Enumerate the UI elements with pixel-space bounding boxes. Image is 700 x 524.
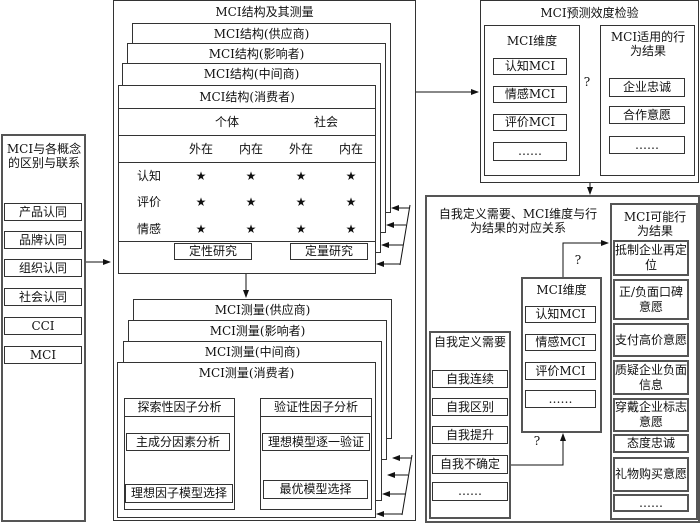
question-mark: ? xyxy=(533,434,541,448)
outcome-cooperation: 合作意愿 xyxy=(609,106,685,124)
star-mark: ★ xyxy=(195,195,207,209)
star-mark: ★ xyxy=(345,195,357,209)
dim-affective: 情感MCI xyxy=(525,334,596,351)
mapping-title: 自我定义需要、MCI维度与行为结果的对应关系 xyxy=(438,207,598,235)
row-label-affect: 情感 xyxy=(136,222,161,236)
star-mark: ★ xyxy=(245,169,257,183)
subcol-external: 外在 xyxy=(188,142,213,156)
predictive-validity-title: MCI预测效度检验 xyxy=(540,6,639,20)
model-validation-step: 理想模型逐一验证 xyxy=(262,433,370,451)
concept-mci: MCI xyxy=(4,346,82,364)
concept-cci: CCI xyxy=(4,317,82,335)
row-label-evaluation: 评价 xyxy=(136,195,161,209)
dim-affective: 情感MCI xyxy=(493,86,567,103)
star-mark: ★ xyxy=(345,169,357,183)
layer-title: MCI测量(供应商) xyxy=(214,303,311,317)
optimal-model-step: 最优模型选择 xyxy=(263,480,368,499)
layer-title: MCI测量(影响者) xyxy=(209,324,306,338)
outcome-word-of-mouth: 正/负面口碑意愿 xyxy=(613,279,689,320)
outcome-more: …… xyxy=(613,494,689,512)
subcol-external: 外在 xyxy=(288,142,313,156)
layer-title: MCI测量(中间商) xyxy=(204,345,301,359)
outcome-attitudinal-loyalty: 态度忠诚 xyxy=(613,434,689,453)
concept-social-identification: 社会认同 xyxy=(4,288,82,306)
self-definition-needs-title: 自我定义需要 xyxy=(433,335,506,349)
layer-title: MCI结构(消费者) xyxy=(199,90,295,104)
need-self-continuity: 自我连续 xyxy=(432,370,508,388)
dim-cognitive: 认知MCI xyxy=(525,306,596,323)
dim-more: …… xyxy=(493,142,567,161)
outcome-question-negative-info: 质疑企业负面信息 xyxy=(613,360,689,395)
mci-structure-measurement-title: MCI结构及其测量 xyxy=(215,5,314,19)
need-self-uncertainty: 自我不确定 xyxy=(432,455,508,474)
qualitative-research-box: 定性研究 xyxy=(174,243,252,260)
dim-evaluative: 评价MCI xyxy=(525,362,596,380)
structure-layer-consumer: MCI结构(消费者) 个体 社会 外在 内在 外在 内在 认知 ★ ★ ★ ★ … xyxy=(118,85,376,274)
dim-evaluative: 评价MCI xyxy=(493,114,567,131)
layer-title: MCI结构(中间商) xyxy=(203,67,300,81)
star-mark: ★ xyxy=(295,222,307,236)
mci-structure-measurement-panel xyxy=(113,0,416,521)
subcol-internal: 内在 xyxy=(338,142,363,156)
question-mark: ? xyxy=(583,75,591,89)
efa-title: 探索性因子分析 xyxy=(125,399,234,417)
concept-brand-identification: 品牌认同 xyxy=(4,231,82,249)
layer-title: MCI测量(消费者) xyxy=(198,366,295,380)
outcome-pay-premium: 支付高价意愿 xyxy=(613,323,689,357)
need-more: …… xyxy=(432,482,508,501)
layer-title: MCI结构(供应商) xyxy=(213,27,310,41)
need-self-enhancement: 自我提升 xyxy=(432,426,508,444)
row-label-cognition: 认知 xyxy=(136,169,161,183)
star-mark: ★ xyxy=(295,169,307,183)
dim-more: …… xyxy=(525,390,596,408)
star-mark: ★ xyxy=(195,169,207,183)
need-self-distinctiveness: 自我区别 xyxy=(432,398,508,416)
pca-step: 主成分因素分析 xyxy=(126,433,230,451)
star-mark: ★ xyxy=(345,222,357,236)
concept-relations-title: MCI与各概念的区别与联系 xyxy=(6,142,82,170)
mapping-panel xyxy=(425,195,700,523)
concept-product-identification: 产品认同 xyxy=(4,203,82,221)
star-mark: ★ xyxy=(245,195,257,209)
validity-dims-title: MCI维度 xyxy=(506,34,558,48)
dim-cognitive: 认知MCI xyxy=(493,58,567,75)
star-mark: ★ xyxy=(195,222,207,236)
outcome-gift-purchase: 礼物购买意愿 xyxy=(613,457,689,492)
cfa-title: 验证性因子分析 xyxy=(261,399,371,417)
validity-outcomes-title: MCI适用的行为结果 xyxy=(610,30,686,58)
layer-title: MCI结构(影响者) xyxy=(208,47,305,61)
mapping-dims-title: MCI维度 xyxy=(536,283,587,297)
factor-model-selection-step: 理想因子模型选择 xyxy=(125,484,233,503)
outcome-wear-logo: 穿戴企业标志意愿 xyxy=(613,398,689,432)
mapping-dims-box: MCI维度 xyxy=(521,277,602,433)
concept-organization-identification: 组织认同 xyxy=(4,259,82,277)
quantitative-research-box: 定量研究 xyxy=(290,243,368,260)
possible-outcomes-title: MCI可能行为结果 xyxy=(623,210,687,238)
group-individual: 个体 xyxy=(214,115,239,129)
group-social: 社会 xyxy=(313,115,338,129)
question-mark: ? xyxy=(574,253,582,267)
outcome-more: …… xyxy=(609,136,685,154)
outcome-resist-repositioning: 抵制企业再定位 xyxy=(613,240,689,276)
star-mark: ★ xyxy=(245,222,257,236)
outcome-loyalty: 企业忠诚 xyxy=(609,78,685,97)
subcol-internal: 内在 xyxy=(238,142,263,156)
star-mark: ★ xyxy=(295,195,307,209)
